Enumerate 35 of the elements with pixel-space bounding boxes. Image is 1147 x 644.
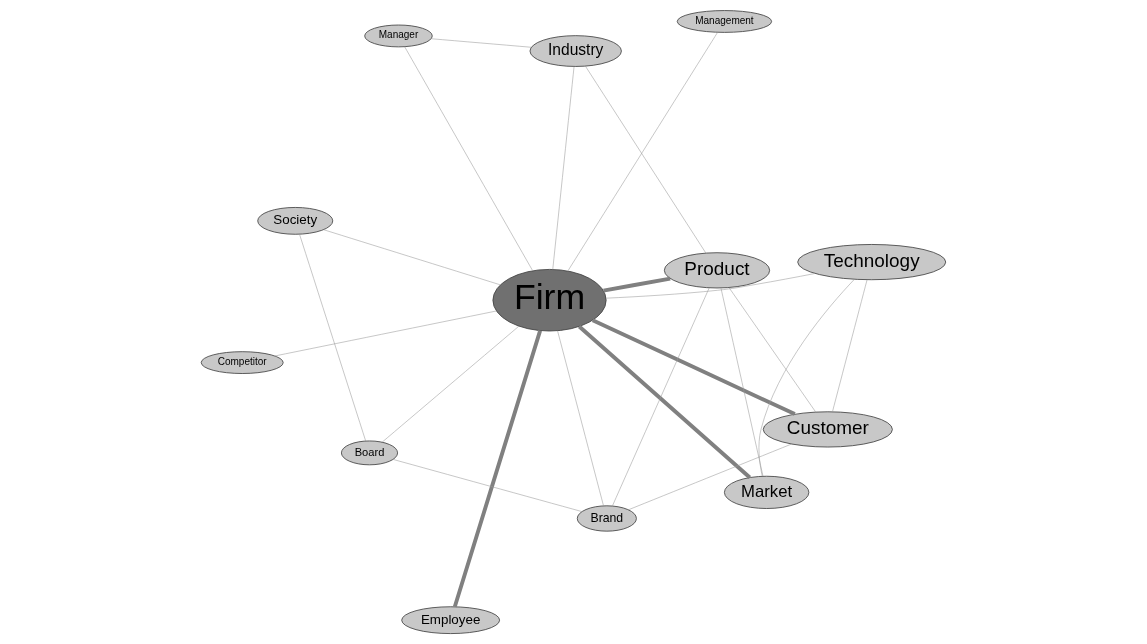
connector [557, 330, 604, 507]
connector [628, 443, 792, 511]
node-ellipse: Customer [762, 411, 893, 448]
connector [431, 38, 532, 48]
connector [720, 287, 764, 477]
node-ellipse: Product [663, 252, 771, 289]
connector [552, 66, 575, 270]
connector [758, 279, 855, 477]
node-ellipse: Firm [492, 268, 607, 332]
node-ellipse: Board [341, 440, 398, 466]
connector [591, 318, 796, 416]
node-ellipse: Competitor [200, 351, 284, 374]
node-ellipse: Manager [364, 24, 433, 48]
connector [605, 273, 816, 299]
node-ellipse: Management [676, 10, 773, 33]
node-ellipse: Industry [529, 35, 622, 67]
connector [274, 310, 497, 357]
connector [832, 279, 868, 412]
connector [381, 325, 520, 443]
connector [299, 233, 366, 442]
node-ellipse: Employee [401, 606, 500, 634]
node-ellipse: Brand [576, 505, 637, 532]
connector [392, 459, 583, 512]
connector [577, 325, 752, 479]
node-ellipse: Market [724, 475, 810, 509]
connector [612, 287, 710, 507]
connector [404, 46, 533, 272]
connector [323, 229, 501, 286]
node-ellipse: Society [257, 207, 334, 235]
connector [728, 287, 816, 413]
connector [585, 65, 707, 254]
connector [452, 330, 542, 608]
connector [603, 276, 671, 293]
node-ellipse: Technology [797, 244, 947, 281]
connector [567, 32, 718, 272]
